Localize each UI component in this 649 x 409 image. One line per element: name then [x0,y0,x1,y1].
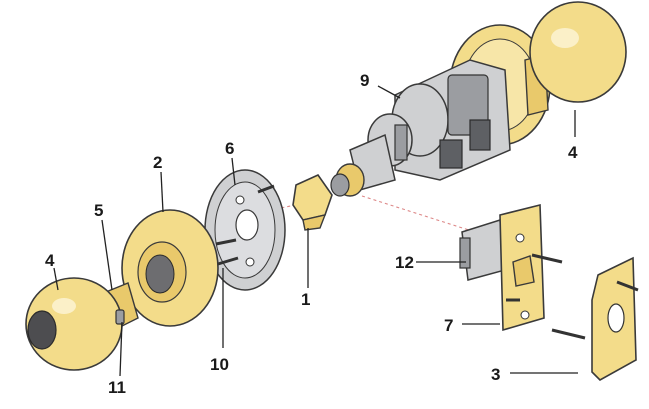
spindle-cam [292,173,333,231]
callout-1: 1 [301,290,310,309]
strike-plate [551,256,639,381]
callout-2: 2 [153,153,162,172]
callout-labels: 1 2 3 4 4 5 6 7 9 10 11 12 [45,71,578,397]
callout-4-left: 4 [45,251,55,270]
callout-11: 11 [108,378,126,397]
rose-trim [121,209,219,327]
latch-bolt-assembly [459,203,563,332]
callout-3: 3 [491,365,500,384]
callout-4-right: 4 [568,143,578,162]
latch-chassis [330,59,511,197]
leader-lines [53,85,578,377]
callout-5: 5 [94,201,103,220]
callout-6: 6 [225,139,234,158]
left-knob-assembly [25,277,139,371]
callout-7: 7 [444,316,453,335]
mounting-plate [204,169,286,291]
callout-9: 9 [360,71,369,90]
callout-12: 12 [395,253,414,272]
callout-10: 10 [210,355,229,374]
